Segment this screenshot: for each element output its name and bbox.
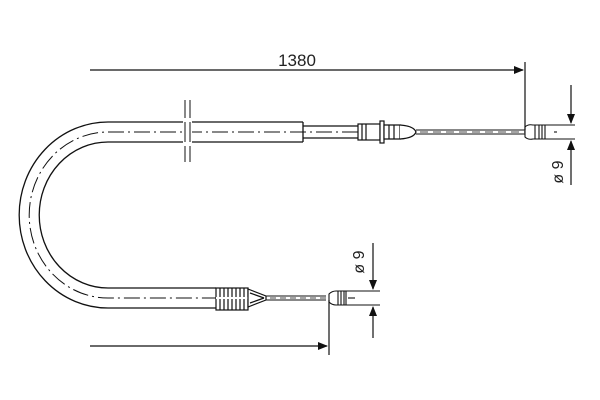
left-diameter-label: ø 9	[351, 250, 368, 273]
inner-cable-left	[266, 295, 326, 301]
left-end-fitting	[215, 287, 267, 311]
length-dimension-label: 1380	[278, 51, 316, 70]
cable-sheath	[18, 121, 304, 309]
sheath-break-mark	[183, 100, 192, 162]
inner-cable-right	[416, 129, 525, 135]
right-end-nipple	[524, 124, 575, 140]
right-diameter-label: ø 9	[550, 160, 567, 183]
cable-centerline	[28, 131, 358, 299]
left-end-nipple	[328, 290, 380, 306]
length-dimension	[90, 62, 526, 355]
right-end-fitting	[303, 120, 417, 144]
